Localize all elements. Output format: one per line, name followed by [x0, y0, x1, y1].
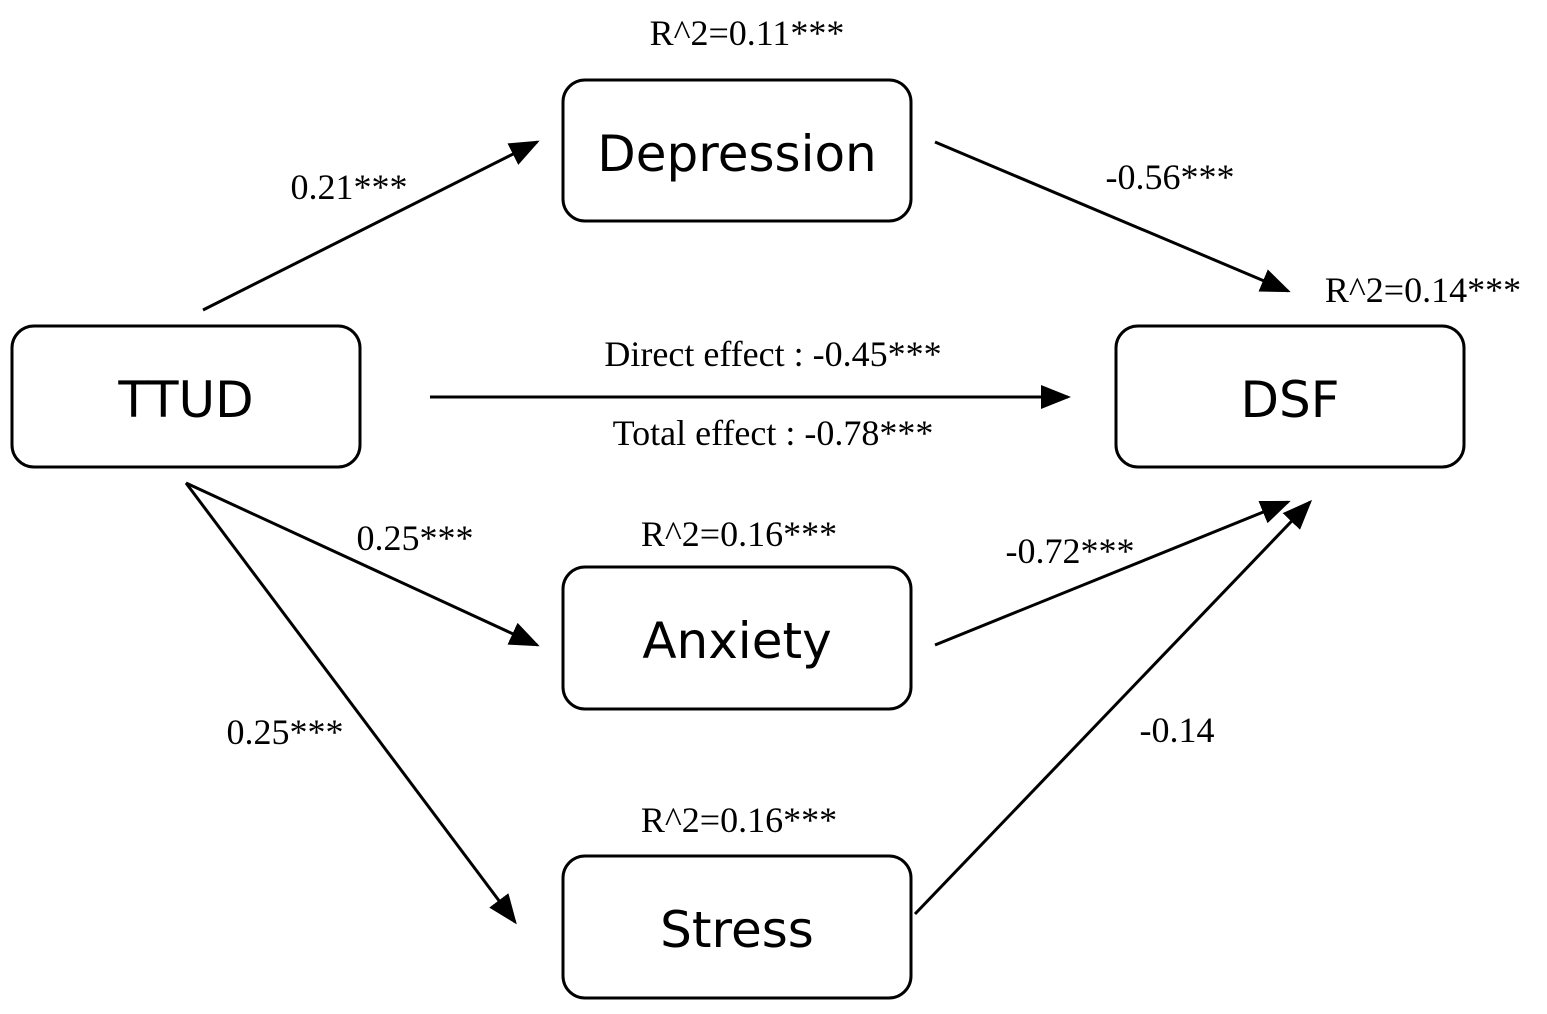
- node-anxiety-label: Anxiety: [642, 612, 831, 670]
- node-depression: Depression: [561, 78, 913, 223]
- arrow-stress-to-dsf: [913, 499, 1313, 916]
- coef-depression-dsf-label: -0.56***: [1106, 157, 1235, 197]
- r2-dsf-label: R^2=0.14***: [1325, 270, 1521, 310]
- node-depression-label: Depression: [597, 125, 877, 183]
- r2-depression-label: R^2=0.11***: [650, 13, 845, 53]
- node-stress-label: Stress: [660, 901, 814, 959]
- direct-effect-label: Direct effect : -0.45***: [604, 334, 941, 374]
- arrow-depression-to-dsf: [934, 140, 1291, 293]
- coef-ttud-anxiety-label: 0.25***: [357, 518, 474, 558]
- r2-stress-label: R^2=0.16***: [641, 800, 837, 840]
- node-ttud: TTUD: [10, 324, 362, 469]
- node-anxiety: Anxiety: [561, 565, 913, 711]
- node-ttud-label: TTUD: [117, 371, 253, 429]
- arrow-ttud-to-depression: [202, 140, 540, 312]
- r2-anxiety-label: R^2=0.16***: [641, 514, 837, 554]
- arrow-anxiety-to-dsf: [934, 500, 1291, 647]
- coef-stress-dsf-label: -0.14: [1140, 710, 1215, 750]
- coef-ttud-stress-label: 0.25***: [227, 712, 344, 752]
- coef-ttud-depression-label: 0.21***: [291, 167, 408, 207]
- coef-anxiety-dsf-label: -0.72***: [1006, 531, 1135, 571]
- arrow-ttud-to-anxiety: [185, 481, 540, 647]
- node-dsf: DSF: [1114, 324, 1466, 469]
- total-effect-label: Total effect : -0.78***: [613, 413, 934, 453]
- node-dsf-label: DSF: [1241, 371, 1340, 429]
- node-stress: Stress: [561, 854, 913, 1000]
- arrow-ttud-to-stress: [184, 482, 517, 925]
